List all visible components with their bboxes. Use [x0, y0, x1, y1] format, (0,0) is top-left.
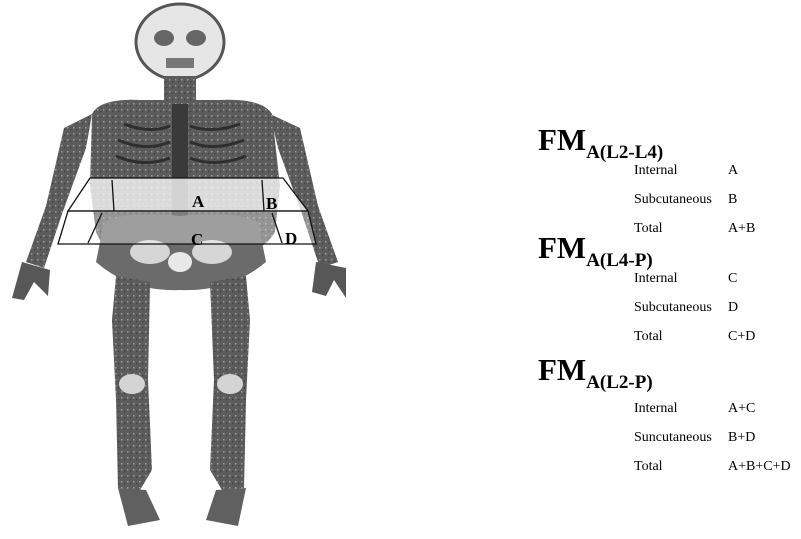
- row-value: A: [728, 163, 738, 179]
- row-label: Internal: [634, 271, 678, 287]
- row-label: Subcutaneous: [634, 300, 712, 316]
- heading-main: FM: [538, 122, 586, 157]
- row-label: Suncutaneous: [634, 430, 712, 446]
- neck-shape: [164, 76, 196, 102]
- row-value: B+D: [728, 430, 755, 446]
- row-value: C: [728, 271, 737, 287]
- region-label-d: D: [285, 229, 297, 248]
- row-value: C+D: [728, 329, 755, 345]
- skull-shape: [136, 4, 224, 80]
- heading-main: FM: [538, 230, 586, 265]
- region-label-a: A: [192, 192, 205, 211]
- row-value: A+B: [728, 221, 755, 237]
- row-label: Internal: [634, 401, 678, 417]
- row-value: B: [728, 192, 737, 208]
- row-label: Internal: [634, 163, 678, 179]
- row-value: A+B+C+D: [728, 459, 791, 475]
- section-heading: FMA(L2-L4): [538, 124, 663, 155]
- region-label-c: C: [191, 230, 203, 249]
- section-heading: FMA(L4-P): [538, 232, 653, 263]
- body-silhouette: [12, 4, 346, 526]
- section-heading: FMA(L2-P): [538, 354, 653, 385]
- heading-main: FM: [538, 352, 586, 387]
- row-value: D: [728, 300, 738, 316]
- row-label: Subcutaneous: [634, 192, 712, 208]
- heading-subscript: A(L2-P): [586, 372, 652, 393]
- left-hand-shape: [12, 262, 50, 300]
- row-label: Total: [634, 459, 663, 475]
- region-label-b: B: [266, 194, 277, 213]
- row-label: Total: [634, 329, 663, 345]
- left-foot-shape: [118, 488, 160, 526]
- right-foot-shape: [206, 488, 246, 526]
- right-hand-shape: [312, 262, 346, 298]
- row-value: A+C: [728, 401, 755, 417]
